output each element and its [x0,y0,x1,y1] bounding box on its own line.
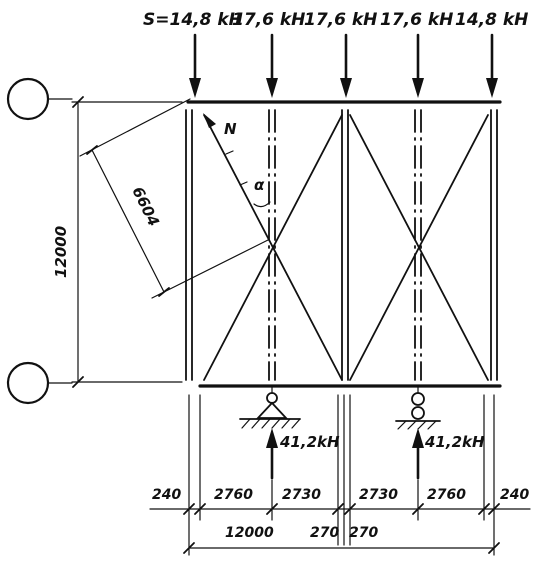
load-arrow-4 [412,33,424,98]
support-right [395,385,441,430]
load-label-5: 14,8 kH [455,10,528,30]
reaction-arrow-left [266,428,278,480]
dim-seg-1: 240 [152,487,181,503]
post-2 [268,109,276,381]
dim-gap-2: 270 [349,525,378,541]
angle-label: α [254,176,265,194]
dimension-row-totals [183,542,500,554]
load-label-3: 17,6 kH [304,10,377,30]
dimension-row-segments [149,503,531,515]
dim-seg-3: 2730 [282,487,321,503]
diagonal-dimension-label: 6604 [128,184,162,229]
diagonals [203,114,489,381]
load-arrow-1 [189,33,201,98]
force-label: N [224,120,237,138]
reaction-label-right: 41,2kH [424,433,485,451]
vertical-posts [185,109,498,381]
extension-lines [188,394,495,556]
reaction-arrow-right [412,428,424,480]
reaction-label-left: 41,2kH [279,433,340,451]
force-n-arrow [203,113,248,186]
post-4 [414,109,422,381]
dim-seg-5: 2760 [427,487,466,503]
load-label-1: S=14,8 kH [143,10,243,30]
dim-seg-4: 2730 [359,487,398,503]
support-left [239,385,301,429]
post-right [490,109,498,381]
dim-seg-6: 240 [500,487,529,503]
dim-seg-2: 2760 [214,487,253,503]
load-arrows [189,33,498,98]
diagonal-dimension [79,98,269,299]
dim-gap-1: 270 [310,525,339,541]
node-circle-top [6,77,50,121]
load-arrow-5 [486,33,498,98]
angle-arc [253,201,271,208]
post-left [185,109,193,381]
load-label-2: 17,6 kH [232,10,305,30]
load-label-4: 17,6 kH [380,10,453,30]
post-middle [341,109,349,381]
load-arrow-3 [340,33,352,98]
node-circle-bottom [6,361,50,405]
height-dimension-label: 12000 [52,226,70,278]
height-dimension [71,96,183,388]
load-arrow-2 [266,33,278,98]
dim-total: 12000 [225,525,274,541]
